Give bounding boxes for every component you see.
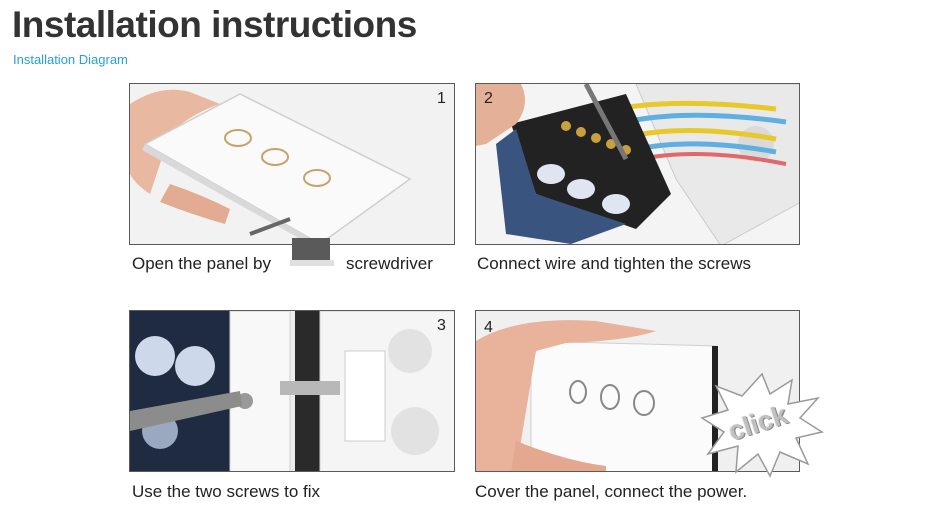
click-burst-badge: click [700,372,824,478]
page-title: Installation instructions [12,4,417,45]
step-1-image: 1 [129,83,455,245]
step-2-caption: Connect wire and tighten the screws [477,254,752,273]
step-2-number: 2 [484,90,493,107]
step-3-caption: Use the two screws to fix [132,482,321,501]
diagram-subtitle: Installation Diagram [13,52,128,67]
burst-icon [700,372,824,478]
step-4-image: 4 [475,310,800,472]
step-1-caption: Open the panel by [132,254,271,273]
step-1-caption-end: screwdriver [346,254,433,273]
step-1-number: 1 [437,90,446,107]
step-2-image: 2 [475,83,800,245]
step-3-image: 3 [129,310,455,472]
step-3-number: 3 [437,317,446,334]
step-4-caption: Cover the panel, connect the power. [475,482,748,501]
screwdriver-tip-icon [290,238,334,266]
step-4-number: 4 [484,319,493,336]
